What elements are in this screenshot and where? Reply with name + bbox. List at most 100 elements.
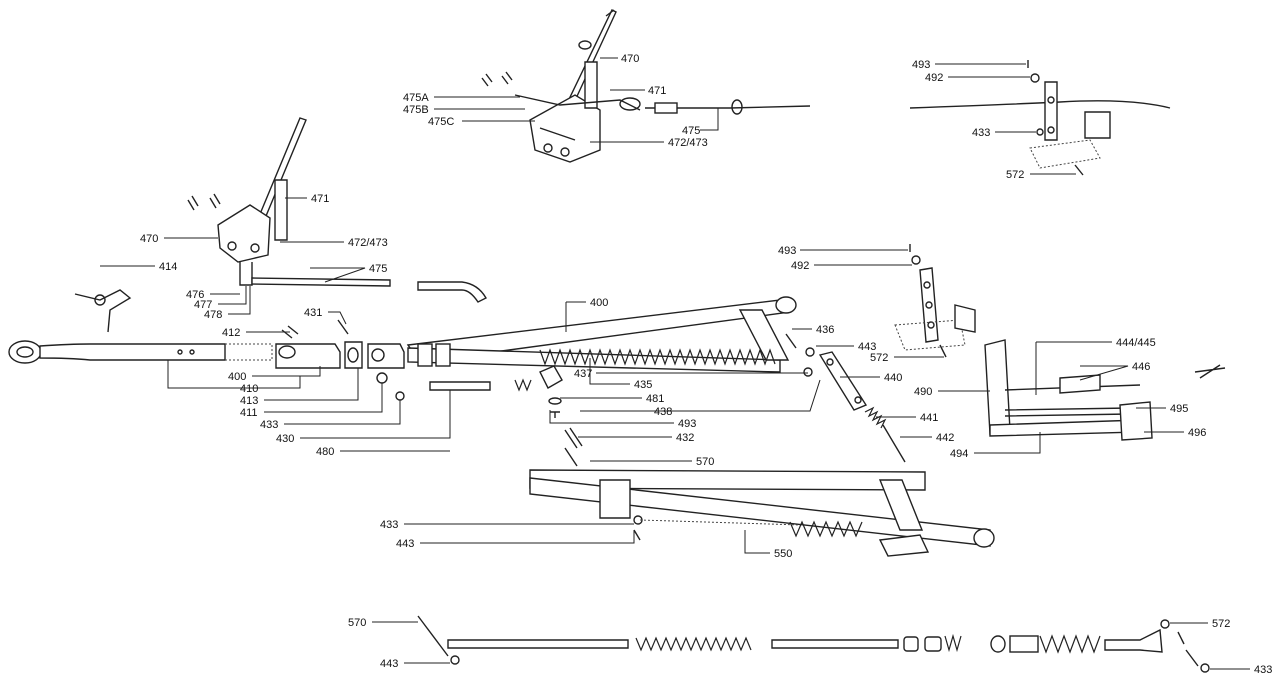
bracket-arm <box>919 267 939 343</box>
left-lever-assembly <box>74 117 487 333</box>
callout-label: 412 <box>222 327 240 339</box>
lower-frame-leaders <box>404 523 770 554</box>
bracket-hole <box>925 301 933 309</box>
cable-boot <box>789 520 863 538</box>
knob <box>578 40 592 50</box>
small-spring <box>514 378 532 392</box>
cable-end <box>731 99 743 115</box>
handle-leaders <box>167 360 451 452</box>
ratchet-plate <box>274 179 288 241</box>
handle-eye <box>16 346 34 358</box>
callout-label: 433 <box>972 127 990 139</box>
right-bracket-assembly <box>894 244 1226 441</box>
spacer-plate <box>344 341 363 369</box>
bolt <box>1074 164 1084 176</box>
turnbuckle <box>1059 374 1101 394</box>
callout-label: 481 <box>646 393 664 405</box>
callout-label: 437 <box>574 368 592 380</box>
ferrule <box>903 636 919 652</box>
callout-label: 430 <box>276 433 294 445</box>
bolt <box>564 427 583 449</box>
callout-label: 495 <box>1170 403 1188 415</box>
lever-tip <box>605 9 615 17</box>
callout-label: 431 <box>304 307 322 319</box>
bracket-hole <box>1047 96 1055 104</box>
frame-rails <box>1004 407 1131 417</box>
cable-hidden <box>639 519 801 526</box>
cable-rod <box>447 639 629 649</box>
lever-mount <box>239 262 253 286</box>
turnbuckle <box>654 102 678 114</box>
clevis-rod <box>417 615 449 657</box>
housing-bolt <box>250 243 260 253</box>
callout-label: 414 <box>159 261 177 273</box>
callout-label: 475A <box>403 92 429 104</box>
nut <box>1200 663 1210 673</box>
left-lever-leaders <box>100 197 366 315</box>
bolt <box>633 529 641 541</box>
cable-rod <box>251 277 391 287</box>
callout-label: 442 <box>936 432 954 444</box>
clip <box>1084 111 1111 139</box>
link-plate <box>818 351 868 411</box>
bolt <box>209 193 221 209</box>
callout-label: 572 <box>870 352 888 364</box>
top-lever-leaders <box>434 57 719 143</box>
callout-label: 435 <box>634 379 652 391</box>
callout-label: 493 <box>912 59 930 71</box>
link-hole <box>826 358 834 366</box>
link-hole <box>854 396 862 404</box>
callout-label: 490 <box>914 386 932 398</box>
cable <box>909 100 1171 109</box>
small-spring <box>864 406 887 429</box>
callout-label: 443 <box>380 658 398 670</box>
handle-grip <box>8 340 42 364</box>
bolt <box>564 447 578 467</box>
nut <box>1036 128 1044 136</box>
housing-bolt <box>560 147 570 157</box>
callout-label: 413 <box>240 395 258 407</box>
nut <box>376 372 388 384</box>
callout-label: 570 <box>696 456 714 468</box>
housing-bolt <box>227 241 237 251</box>
callout-label: 400 <box>590 297 608 309</box>
callout-label: 472/473 <box>348 237 388 249</box>
eye-end <box>775 296 797 314</box>
callout-label: 446 <box>1132 361 1150 373</box>
o-ring <box>990 635 1006 653</box>
hitch-pin <box>94 294 106 306</box>
bolt <box>337 319 349 335</box>
callout-label: 475 <box>682 125 700 137</box>
clamp-hole <box>371 348 385 362</box>
hitch-clip <box>74 289 132 333</box>
handle-bar-hidden <box>225 343 273 361</box>
callout-label: 570 <box>348 617 366 629</box>
bracket-arm <box>1044 81 1058 141</box>
bolt <box>1185 649 1199 667</box>
bar-hole <box>189 349 195 355</box>
callout-label: 444/445 <box>1116 337 1156 349</box>
callout-label: 493 <box>778 245 796 257</box>
nut <box>1160 619 1170 629</box>
eye-end <box>973 528 995 548</box>
callout-label: 480 <box>316 446 334 458</box>
washer <box>803 367 813 377</box>
end-block <box>1119 401 1153 441</box>
callout-label: 475C <box>428 116 454 128</box>
clip <box>954 304 976 333</box>
callout-label: 475 <box>369 263 387 275</box>
bar-hole <box>177 349 183 355</box>
callout-label: 441 <box>920 412 938 424</box>
cross-brace <box>738 309 790 361</box>
callout-label: 400 <box>228 371 246 383</box>
receiver-opening <box>278 345 296 359</box>
cable-rod-2 <box>771 639 899 649</box>
right-bracket-leaders <box>800 249 1184 454</box>
callout-label: 470 <box>140 233 158 245</box>
washer <box>548 397 562 405</box>
boot <box>1039 634 1101 654</box>
callout-label: 476 <box>186 289 204 301</box>
bolts <box>281 325 299 339</box>
mount-bracket <box>599 479 631 519</box>
